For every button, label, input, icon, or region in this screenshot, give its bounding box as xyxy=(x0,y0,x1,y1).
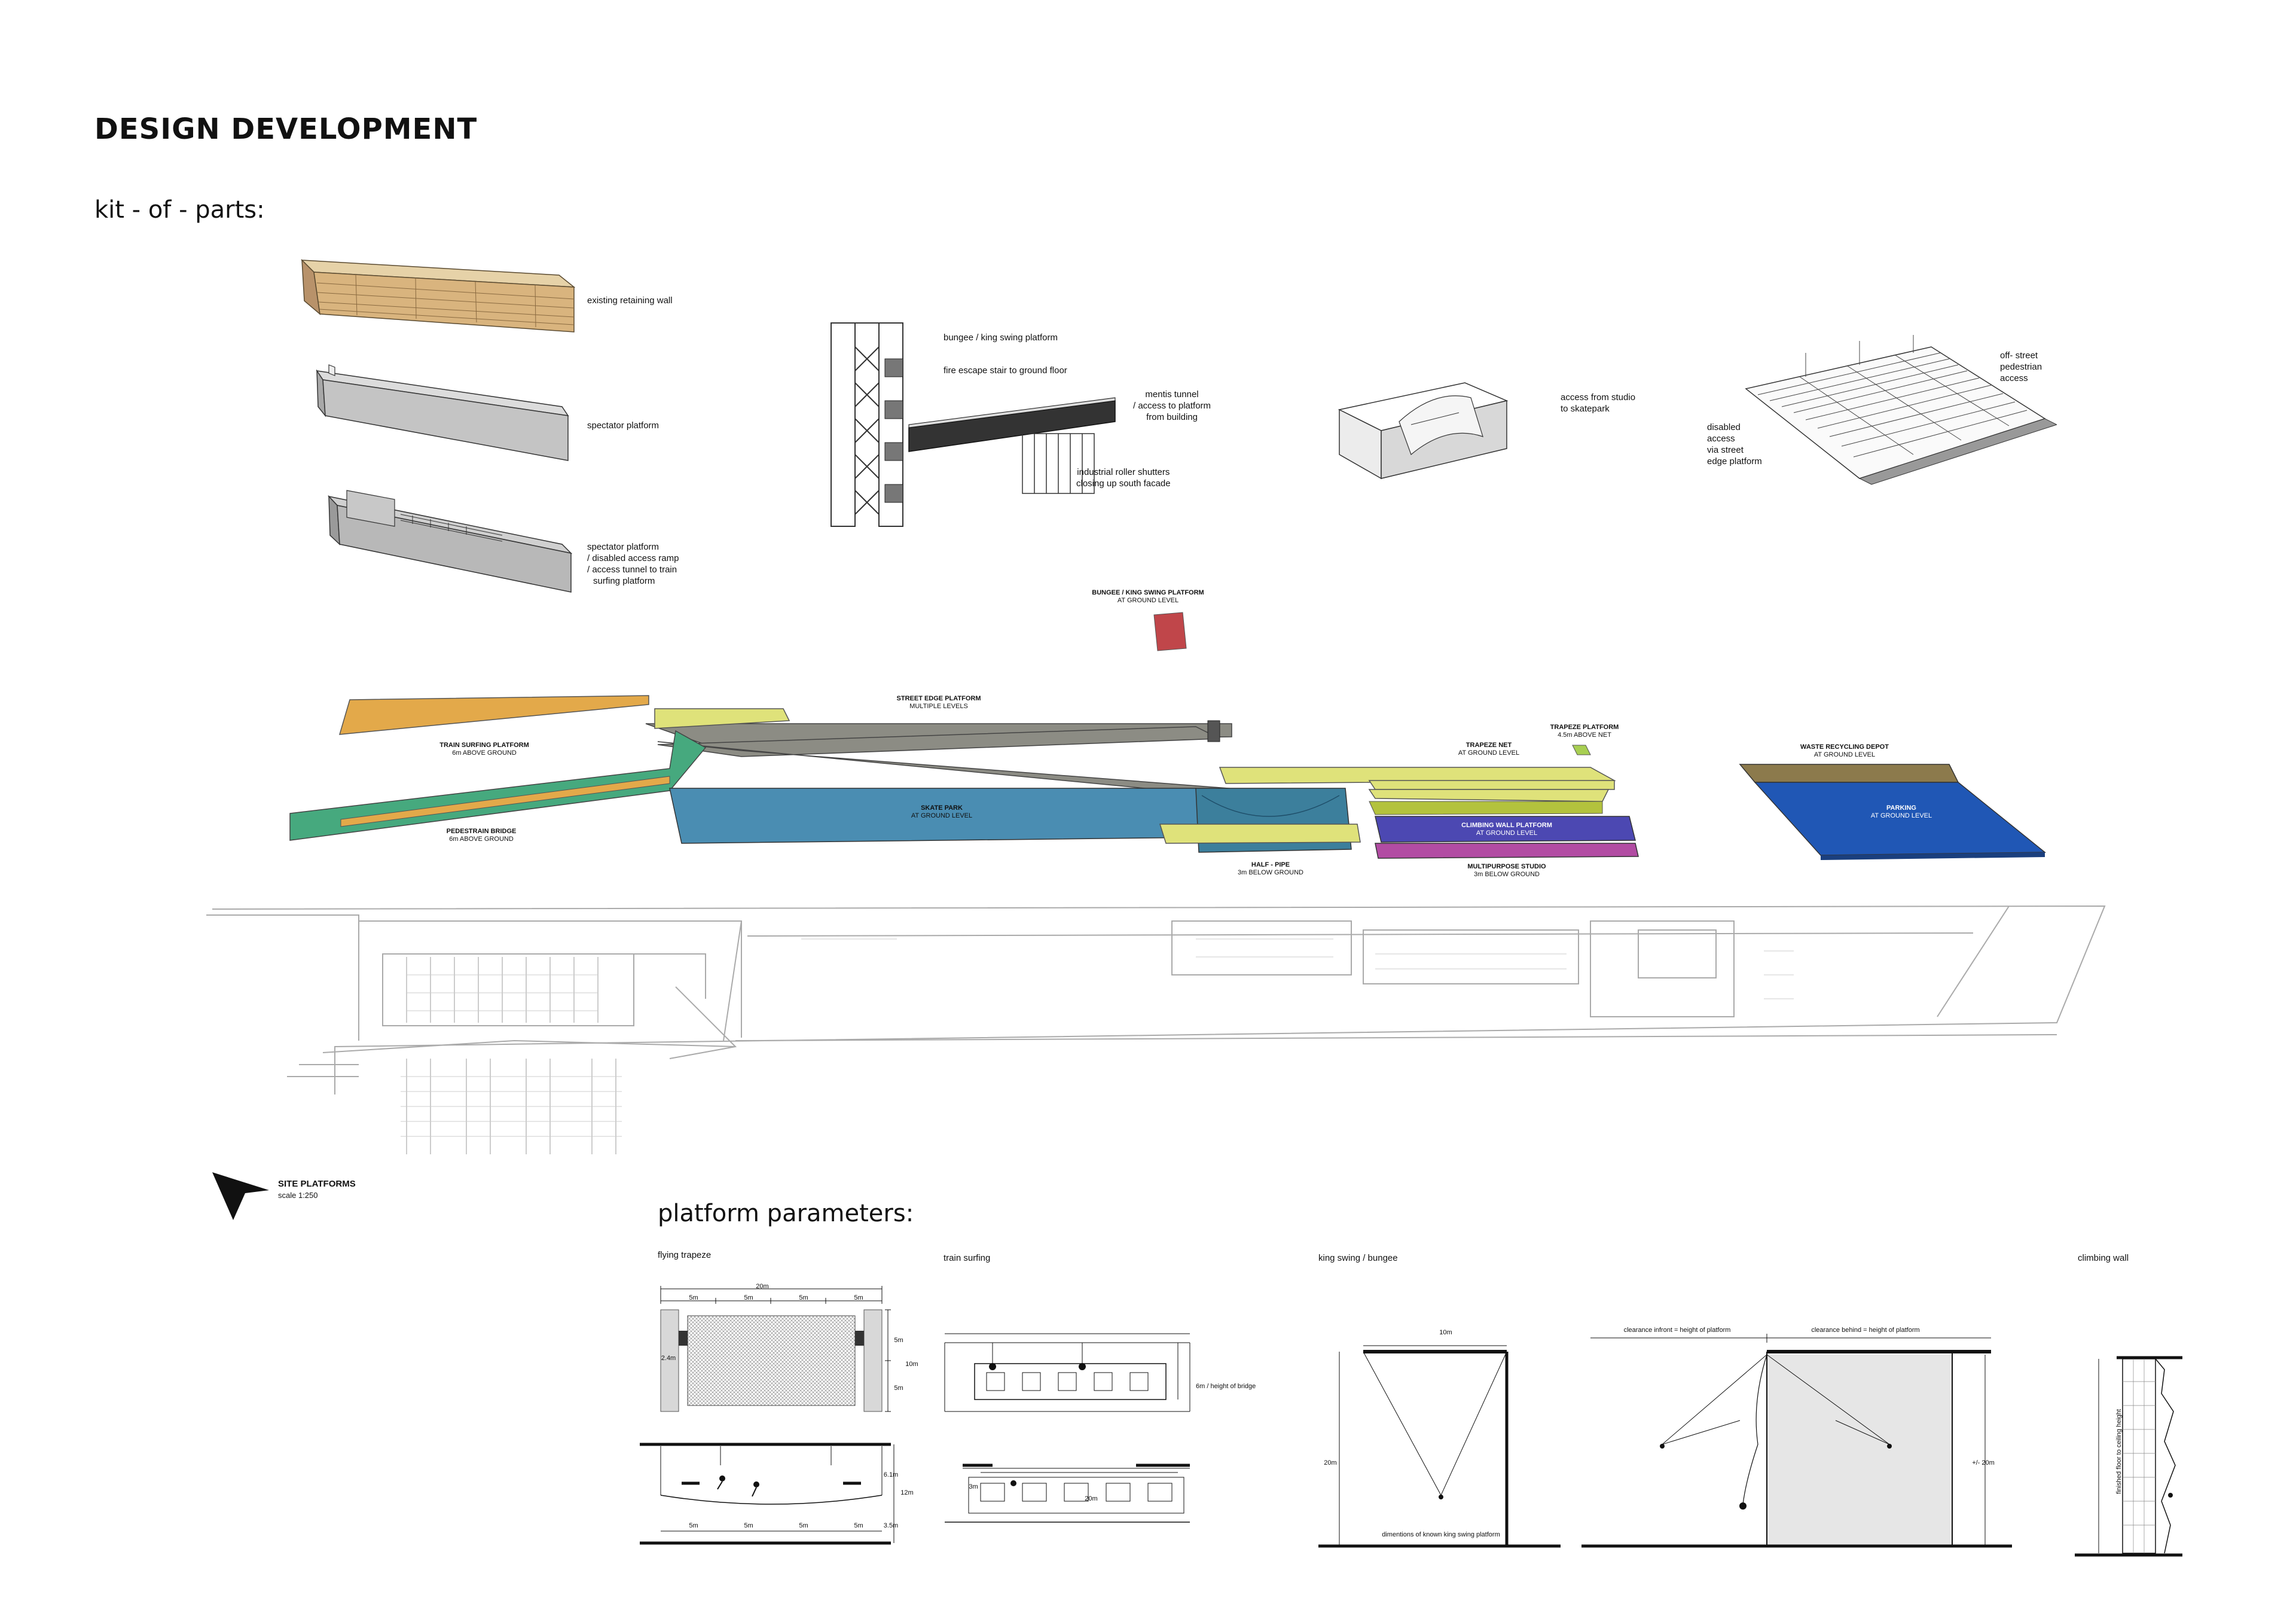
param-train-title: train surfing xyxy=(944,1253,991,1263)
label-retaining-wall: existing retaining wall xyxy=(587,295,673,306)
waste-recycling-depot xyxy=(1739,764,1959,783)
multipurpose-studio xyxy=(1375,843,1639,859)
trapeze-section-h2: 12m xyxy=(900,1489,914,1496)
param-climbing-title: climbing wall xyxy=(2078,1253,2129,1263)
label-mentis-tunnel: mentis tunnel / access to platform from … xyxy=(1133,389,1211,422)
bungee-platform-block xyxy=(1153,612,1187,651)
trapeze-total-dim: 20m xyxy=(756,1283,769,1290)
train-bridge-dim: 6m / height of bridge xyxy=(1196,1383,1256,1390)
train-surfing-diagram xyxy=(944,1333,1190,1523)
clearance-diagram xyxy=(1581,1334,2012,1548)
bungee-height-dim: 20m xyxy=(1324,1459,1337,1466)
label-disabled-access: disabled access via street edge platform xyxy=(1707,422,1762,467)
train-surfing-platform xyxy=(338,695,649,735)
trapeze-height-2: 5m xyxy=(894,1385,903,1392)
spectator-ramp-model xyxy=(327,490,573,593)
trapeze-sec-span-4: 5m xyxy=(854,1522,863,1529)
site-platforms-caption: SITE PLATFORMS scale 1:250 xyxy=(278,1179,356,1200)
page-title: DESIGN DEVELOPMENT xyxy=(94,112,478,146)
site-plan-drawing xyxy=(206,905,2106,1154)
trapeze-span-4: 5m xyxy=(854,1294,863,1301)
bungee-tower-model xyxy=(831,322,1116,527)
trapeze-span-1: 5m xyxy=(689,1294,698,1301)
trapeze-platform xyxy=(1572,745,1591,755)
label-studio-access: access from studio to skatepark xyxy=(1561,392,1636,414)
train-length-dim: 20m xyxy=(1085,1495,1098,1502)
label-roller-shutters: industrial roller shutters closing up so… xyxy=(1076,467,1171,489)
label-offstreet-access: off- street pedestrian access xyxy=(2000,350,2042,383)
clearance-behind-dim: clearance behind = height of platform xyxy=(1811,1327,1920,1334)
param-bungee-title: king swing / bungee xyxy=(1318,1253,1398,1263)
section-kit-of-parts: kit - of - parts: xyxy=(94,196,265,224)
north-arrow-icon xyxy=(212,1172,269,1220)
trapeze-height-1: 5m xyxy=(894,1337,903,1344)
bungee-width-dim: 10m xyxy=(1439,1329,1452,1336)
train-gap-dim: 3m xyxy=(969,1483,978,1490)
label-bungee-platform: bungee / king swing platform xyxy=(944,333,1058,343)
param-trapeze-title: flying trapeze xyxy=(658,1250,712,1260)
trapeze-section-h3: 3.5m xyxy=(883,1522,899,1529)
trapeze-width-total: 10m xyxy=(905,1361,918,1368)
label-spectator-ramp: spectator platform / disabled access ram… xyxy=(587,542,679,586)
section-platform-parameters: platform parameters: xyxy=(658,1200,914,1227)
trapeze-span-3: 5m xyxy=(799,1294,808,1301)
clearance-front-dim: clearance infront = height of platform xyxy=(1623,1327,1731,1334)
trapeze-sec-span-1: 5m xyxy=(689,1522,698,1529)
retaining-wall-model xyxy=(301,259,576,333)
bungee-note: dimentions of known king swing platform xyxy=(1382,1531,1500,1538)
climbing-wall-platform xyxy=(1375,816,1636,843)
label-spectator-platform: spectator platform xyxy=(587,420,660,431)
climbing-wall-diagram xyxy=(2075,1356,2182,1557)
trapeze-sec-span-2: 5m xyxy=(744,1522,753,1529)
grandstand-model xyxy=(1745,335,2057,485)
clearance-height-dim: +/- 20m xyxy=(1972,1459,1995,1466)
climbing-wall-note: finished floor to ceiling height xyxy=(2115,1409,2123,1494)
trapeze-side-dim: 2.4m xyxy=(661,1355,676,1362)
trapeze-span-2: 5m xyxy=(744,1294,753,1301)
platform-layers xyxy=(289,612,2047,860)
skatepark-bowl-model xyxy=(1338,382,1509,480)
trapeze-section-h1: 6.1m xyxy=(883,1471,899,1478)
trapeze-diagram xyxy=(640,1286,894,1545)
spectator-platform-model xyxy=(316,364,569,461)
king-swing-diagram xyxy=(1318,1345,1561,1548)
label-fire-escape: fire escape stair to ground floor xyxy=(944,365,1067,376)
trapeze-sec-span-3: 5m xyxy=(799,1522,808,1529)
